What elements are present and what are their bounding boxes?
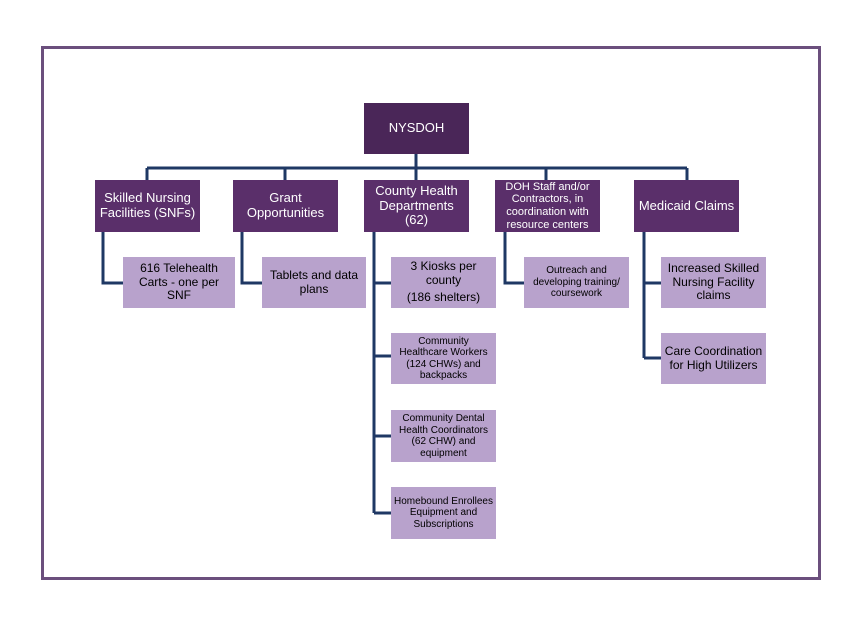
leaf-label: Community Dental Health Coordinators (62… [399,413,488,459]
leaf-label: Outreach and developing training/ course… [533,265,620,300]
connector-medicaid-leaves [644,281,661,360]
leaf-outreach-training: Outreach and developing training/ course… [524,257,629,308]
leaf-telehealth-carts: 616 Telehealth Carts - one per SNF [123,257,235,308]
leaf-label: Tablets and data plans [269,267,359,296]
connector-county-leaves [374,281,391,515]
leaf-label: 616 Telehealth Carts - one per SNF [138,260,220,303]
node-doh-staff: DOH Staff and/or Contractors, in coordin… [495,180,600,232]
node-label: Skilled Nursing Facilities (SNFs) [99,190,196,220]
leaf-label: 3 Kiosks per county [410,258,477,287]
node-skilled-nursing-facilities: Skilled Nursing Facilities (SNFs) [95,180,200,232]
node-medicaid-claims: Medicaid Claims [634,180,739,232]
connector-grant [240,232,262,285]
connector-doh [503,232,524,285]
leaf-community-dental-health: Community Dental Health Coordinators (62… [391,410,496,462]
node-county-health-departments: County Health Departments (62) [364,180,469,232]
leaf-care-coordination: Care Coordination for High Utilizers [661,333,766,384]
leaf-label: Increased Skilled Nursing Facility claim… [667,260,760,303]
leaf-label: Care Coordination for High Utilizers [664,343,763,372]
leaf-homebound-enrollees: Homebound Enrollees Equipment and Subscr… [391,487,496,539]
leaf-kiosks: 3 Kiosks per county (186 shelters) [391,257,496,308]
leaf-label: Homebound Enrollees Equipment and Subscr… [394,495,493,530]
node-label: DOH Staff and/or Contractors, in coordin… [505,180,590,231]
node-label: County Health Departments (62) [375,182,458,228]
leaf-increased-snf-claims: Increased Skilled Nursing Facility claim… [661,257,766,308]
leaf-tablets-data-plans: Tablets and data plans [262,257,366,308]
node-grant-opportunities: Grant Opportunities [233,180,338,232]
connector-branch-drops [145,168,689,180]
connector-snf [101,232,123,285]
leaf-community-healthcare-workers: Community Healthcare Workers (124 CHWs) … [391,333,496,384]
leaf-label: Community Healthcare Workers (124 CHWs) … [399,335,488,382]
leaf-label-secondary: (186 shelters) [406,290,481,305]
node-label: Grant Opportunities [246,190,325,220]
node-label: Medicaid Claims [638,197,735,213]
node-root: NYSDOH [364,103,469,154]
node-root-label: NYSDOH [388,120,445,136]
diagram-frame [41,46,821,580]
